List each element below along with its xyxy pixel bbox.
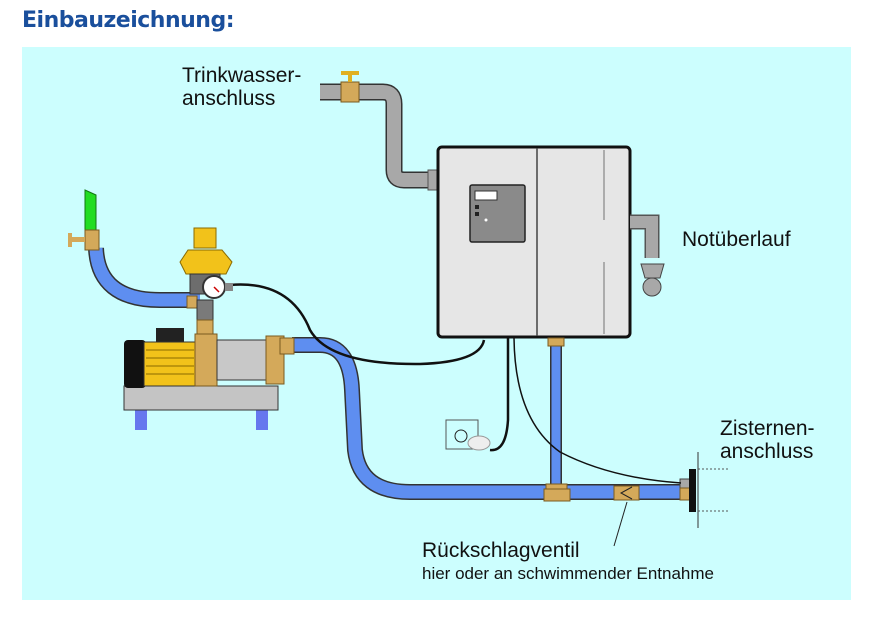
- page-title: Einbauzeichnung:: [22, 8, 235, 33]
- label-check-valve: Rückschlagventil: [422, 539, 580, 562]
- label-cistern-line1: Zisternen-: [720, 417, 815, 440]
- pump: [123, 328, 295, 430]
- controller-display-panel: [469, 184, 526, 243]
- inlet-tap: [68, 189, 100, 251]
- label-cistern-line2: anschluss: [720, 440, 814, 463]
- pressure-controller: [179, 227, 233, 337]
- drinking-water-pipe: [320, 83, 441, 191]
- control-cabinet: [436, 145, 632, 339]
- label-drinking-water-line1: Trinkwasser-: [182, 64, 302, 87]
- suction-hose: [88, 247, 200, 308]
- cabinet-outlet-fitting: [547, 337, 565, 347]
- label-cistern: Zisternen- anschluss: [720, 417, 815, 463]
- check-valve-leader: [613, 501, 628, 547]
- tee-fitting: [543, 483, 571, 502]
- wall-socket: [445, 419, 491, 451]
- label-check-valve-note: hier oder an schwimmender Entnahme: [422, 564, 714, 583]
- drinking-water-valve: [340, 71, 360, 103]
- pressure-hose: [292, 337, 690, 500]
- electrical-cables: [229, 283, 682, 484]
- cistern-connector: [679, 452, 730, 528]
- emergency-overflow: [630, 214, 665, 297]
- check-valve: [613, 485, 640, 501]
- label-drinking-water: Trinkwasser- anschluss: [182, 64, 301, 110]
- label-drinking-water-line2: anschluss: [182, 87, 276, 110]
- label-overflow: Notüberlauf: [682, 228, 791, 251]
